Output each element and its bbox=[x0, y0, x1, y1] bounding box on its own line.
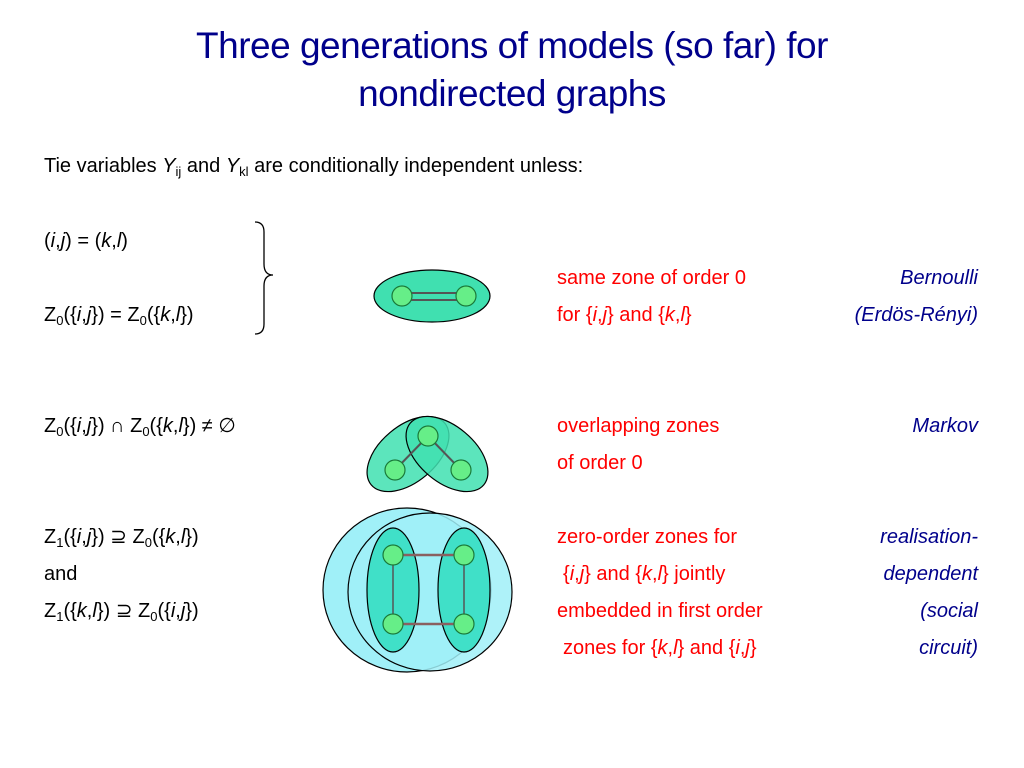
intro-suffix: are conditionally independent unless: bbox=[248, 155, 584, 177]
realisation-desc-4: zones for {k,l} and {i,j} bbox=[563, 637, 757, 659]
node bbox=[417, 425, 439, 447]
intro-sentence: Tie variables Yij and Ykl are conditiona… bbox=[44, 154, 583, 178]
realisation-diagram bbox=[322, 507, 513, 673]
realisation-desc-3: embedded in first order bbox=[557, 600, 763, 622]
bernoulli-condition-2: Z0({i,j}) = Z0({k,l}) bbox=[44, 304, 194, 328]
curly-brace bbox=[254, 221, 274, 335]
node bbox=[382, 544, 404, 566]
zone-order0-ellipse bbox=[373, 269, 491, 323]
realisation-model-3: (social bbox=[920, 600, 978, 622]
node bbox=[453, 544, 475, 566]
markov-diagram bbox=[366, 415, 489, 493]
title-line-1: Three generations of models (so far) for bbox=[196, 25, 828, 66]
intro-var-y-ij: Y bbox=[162, 155, 176, 177]
intro-and: and bbox=[181, 155, 226, 177]
markov-model: Markov bbox=[912, 415, 978, 437]
title-line-2: nondirected graphs bbox=[358, 73, 666, 114]
slide-title: Three generations of models (so far) for… bbox=[0, 22, 1024, 118]
markov-desc-2: of order 0 bbox=[557, 452, 643, 474]
node bbox=[453, 613, 475, 635]
node bbox=[384, 459, 406, 481]
realisation-condition-2: Z1({k,l}) ⊇ Z0({i,j}) bbox=[44, 600, 199, 624]
bernoulli-desc-2: for {i,j} and {k,l} bbox=[557, 304, 692, 326]
intro-prefix: Tie variables bbox=[44, 155, 163, 177]
realisation-model-4: circuit) bbox=[919, 637, 978, 659]
realisation-condition-and: and bbox=[44, 563, 78, 585]
realisation-model-2: dependent bbox=[883, 563, 978, 585]
realisation-model-1: realisation- bbox=[880, 526, 978, 548]
realisation-desc-2: {i,j} and {k,l} jointly bbox=[563, 563, 726, 585]
node bbox=[391, 285, 413, 307]
markov-desc-1: overlapping zones bbox=[557, 415, 720, 437]
node bbox=[455, 285, 477, 307]
markov-condition: Z0({i,j}) ∩ Z0({k,l}) ≠ ∅ bbox=[44, 415, 236, 439]
node bbox=[450, 459, 472, 481]
bernoulli-condition-1: (i,j) = (k,l) bbox=[44, 230, 128, 252]
bernoulli-model-1: Bernoulli bbox=[900, 267, 978, 289]
bernoulli-model-2: (Erdös-Rényi) bbox=[854, 304, 978, 326]
bernoulli-desc-1: same zone of order 0 bbox=[557, 267, 746, 289]
intro-sub-ij: ij bbox=[175, 164, 182, 179]
realisation-desc-1: zero-order zones for bbox=[557, 526, 738, 548]
intro-var-y-kl: Y bbox=[225, 155, 240, 177]
bernoulli-diagram bbox=[373, 269, 491, 323]
intro-sub-kl: kl bbox=[239, 164, 249, 179]
node bbox=[382, 613, 404, 635]
realisation-condition-1: Z1({i,j}) ⊇ Z0({k,l}) bbox=[44, 526, 199, 550]
